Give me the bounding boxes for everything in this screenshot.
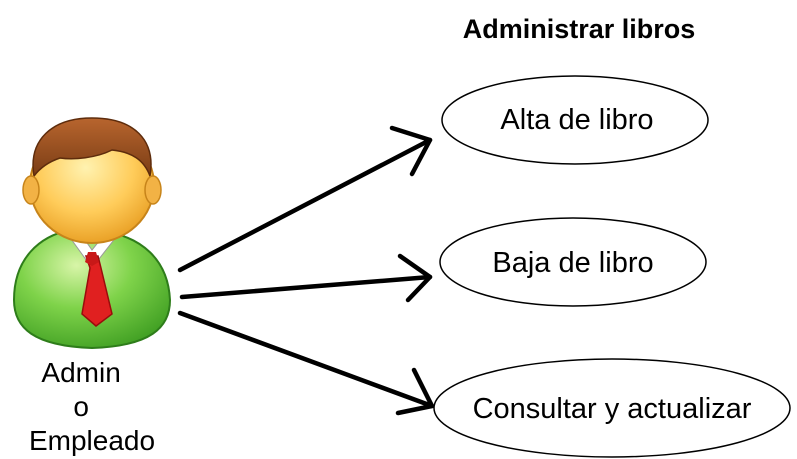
use-case-alta[interactable]: Alta de libro xyxy=(441,75,709,165)
user-icon xyxy=(12,117,172,350)
arrow-to-baja xyxy=(179,253,433,303)
actor-label-line-1: Admin xyxy=(41,357,120,388)
arrow-to-consultar xyxy=(177,310,435,416)
actor-label-line-3: Empleado xyxy=(29,425,155,456)
use-case-alta-label: Alta de libro xyxy=(500,104,653,136)
actor-label: Admin o Empleado xyxy=(29,357,155,456)
use-case-baja[interactable]: Baja de libro xyxy=(439,217,707,307)
use-case-consultar[interactable]: Consultar y actualizar xyxy=(433,358,791,458)
diagram-title: Administrar libros xyxy=(463,14,696,44)
actor-label-line-2: o xyxy=(73,391,89,422)
arrow-to-alta xyxy=(177,125,433,273)
use-case-consultar-label: Consultar y actualizar xyxy=(473,393,752,425)
use-case-baja-label: Baja de libro xyxy=(492,247,653,279)
